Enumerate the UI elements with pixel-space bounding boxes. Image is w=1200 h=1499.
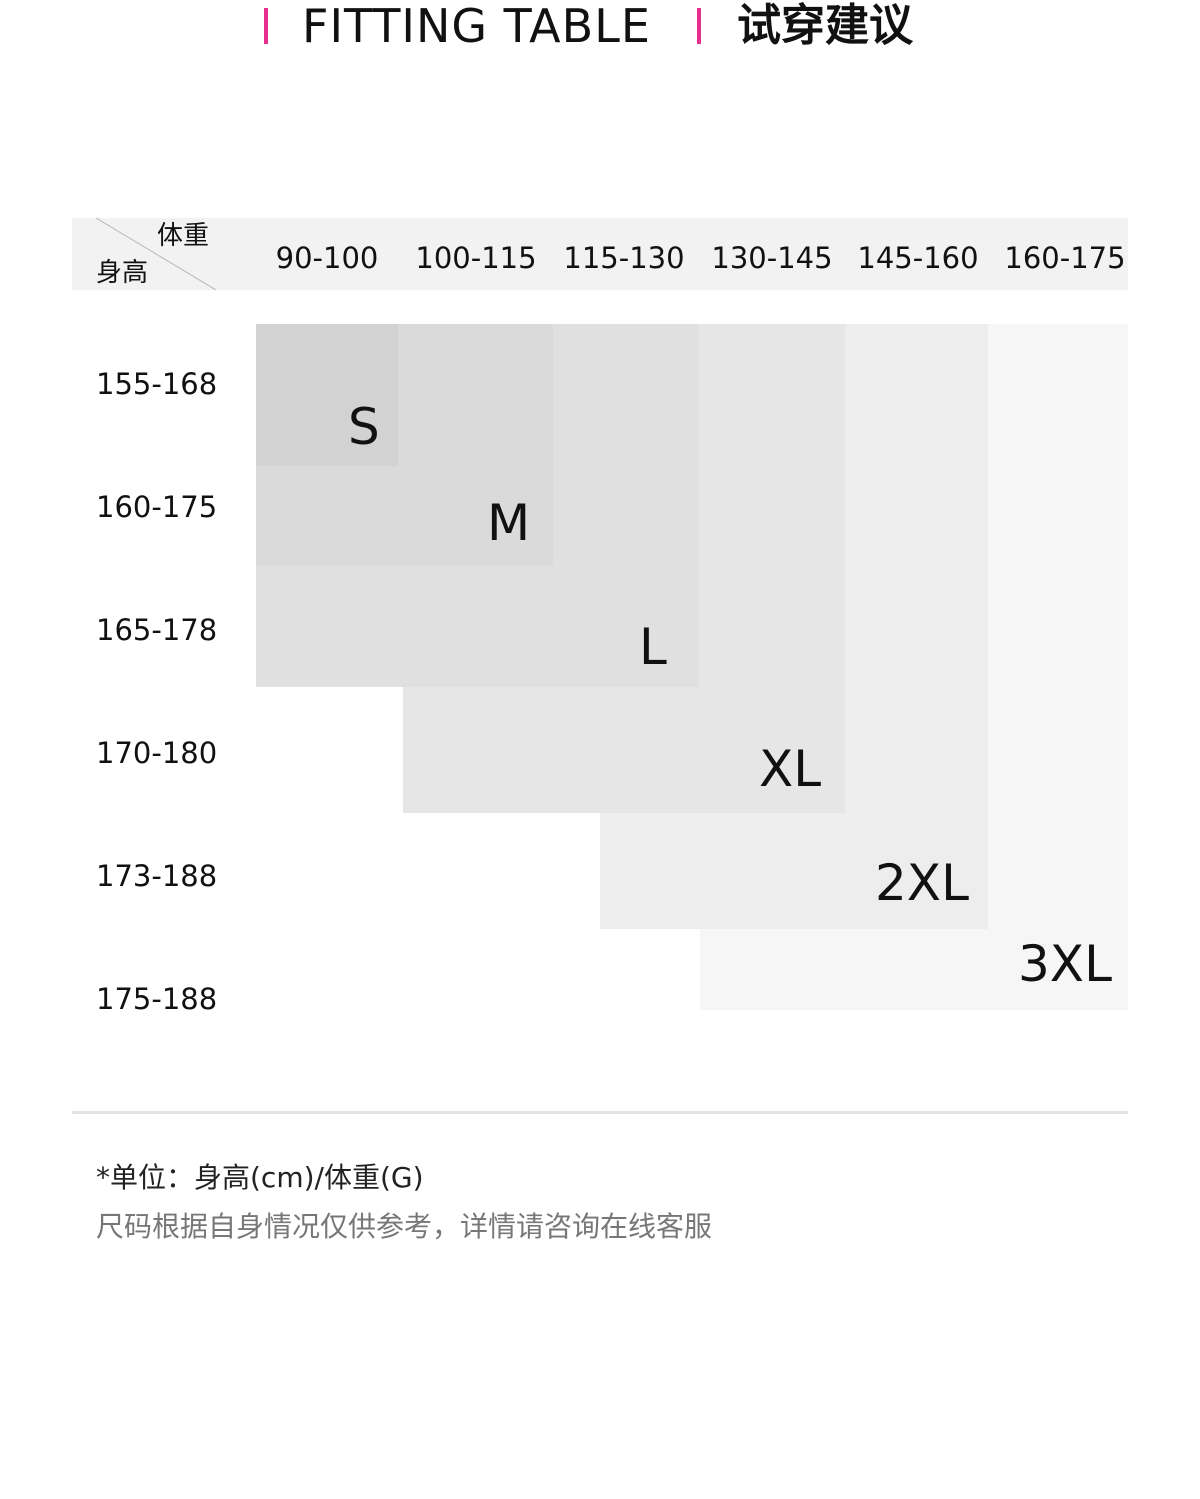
page-title-english: FITTING TABLE <box>302 0 651 53</box>
size-label-s: S <box>348 398 380 456</box>
weight-column-header: 160-175 <box>1004 241 1126 275</box>
size-block-s <box>256 324 398 466</box>
corner-weight-label: 体重 <box>157 221 210 251</box>
size-label-m: M <box>487 494 531 552</box>
height-row-label: 175-188 <box>96 982 218 1016</box>
height-row-label: 170-180 <box>96 736 218 770</box>
page-title-chinese: 试穿建议 <box>737 0 913 51</box>
height-row-label: 155-168 <box>96 367 218 401</box>
size-label-l: L <box>639 618 667 676</box>
table-header-band <box>72 218 1128 290</box>
height-row-label: 160-175 <box>96 490 218 524</box>
height-row-label: 165-178 <box>96 613 218 647</box>
section-divider <box>72 1111 1128 1114</box>
size-label-3xl: 3XL <box>1018 935 1112 993</box>
weight-column-header: 115-130 <box>563 241 685 275</box>
size-label-xl: XL <box>759 740 822 798</box>
weight-column-header: 145-160 <box>857 241 979 275</box>
corner-height-label: 身高 <box>96 258 149 288</box>
height-row-label: 173-188 <box>96 859 218 893</box>
title-accent-bar <box>264 8 268 44</box>
weight-column-header: 100-115 <box>415 241 537 275</box>
weight-column-header: 90-100 <box>275 241 379 275</box>
disclaimer-note: 尺码根据自身情况仅供参考，详情请咨询在线客服 <box>96 1210 713 1243</box>
size-label-2xl: 2XL <box>875 854 969 912</box>
title-accent-bar <box>697 8 701 44</box>
unit-note: *单位：身高(cm)/体重(G) <box>96 1161 424 1194</box>
weight-column-header: 130-145 <box>711 241 833 275</box>
corner-diagonal-line <box>96 218 216 290</box>
